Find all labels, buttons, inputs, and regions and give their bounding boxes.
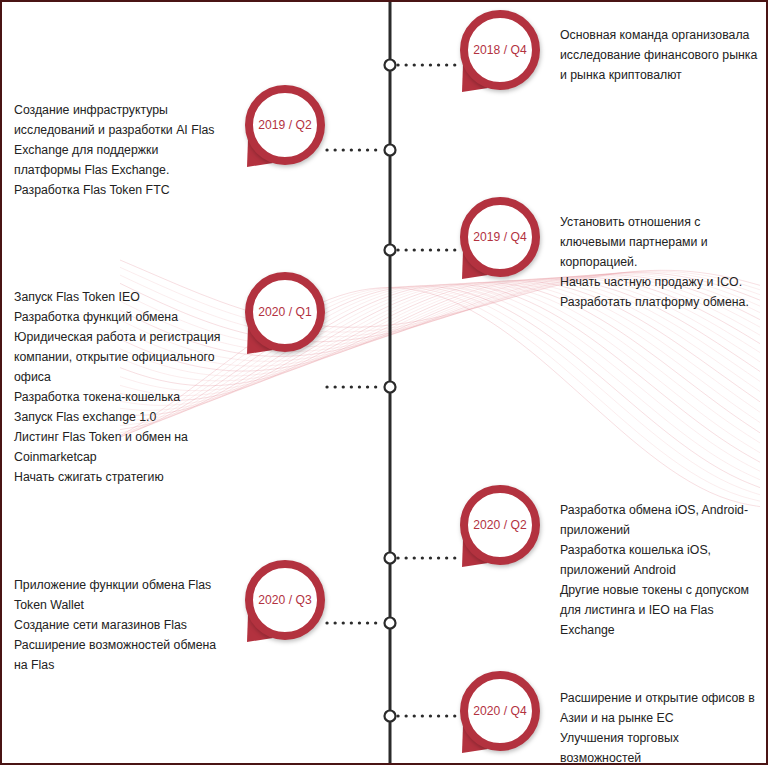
timeline-dot: [385, 382, 396, 393]
timeline-dot: [385, 60, 396, 71]
wave-line: [120, 284, 760, 462]
timeline-dot: [385, 553, 396, 564]
milestone-item: Улучшения торговых возможностей: [560, 728, 758, 765]
date-label: 2020 / Q3: [235, 593, 335, 607]
date-bubble: 2019 / Q2: [235, 75, 335, 175]
milestone-item: Основная команда организовала исследован…: [560, 25, 758, 85]
wave-line: [120, 286, 760, 488]
wave-line: [120, 285, 760, 479]
milestone-item: Начать сжигать стратегию: [14, 467, 224, 487]
milestone-item: Листинг Flas Token и обмен на Coinmarket…: [14, 427, 224, 467]
milestone-item: Разработка кошелька iOS, приложений Andr…: [560, 540, 758, 580]
milestone-item: Другие новые токены с допуском для листи…: [560, 580, 758, 640]
timeline-dot: [385, 245, 396, 256]
milestone-item: Создание сети магазинов Flas Расширение …: [14, 615, 224, 675]
milestone-item: Разработка функций обмена: [14, 307, 224, 327]
milestone-item: Установить отношения с ключевыми партнер…: [560, 212, 758, 272]
milestone-item: Запуск Flas Token IEO: [14, 287, 224, 307]
date-bubble: 2020 / Q2: [450, 475, 550, 575]
milestone-item: Приложение функции обмена Flas Token Wal…: [14, 575, 224, 615]
date-label: 2019 / Q2: [235, 118, 335, 132]
milestone-item: Расширение и открытие офисов в Азии и на…: [560, 688, 758, 728]
date-label: 2020 / Q1: [235, 305, 335, 319]
milestone-text: Приложение функции обмена Flas Token Wal…: [14, 575, 224, 675]
wave-line: [120, 283, 760, 443]
timeline-dot: [385, 618, 396, 629]
wave-line: [120, 272, 760, 337]
milestone-item: Начать частную продажу и ICO.: [560, 272, 758, 292]
dotted-leader: [327, 148, 382, 151]
dotted-leader: [327, 621, 382, 624]
date-label: 2019 / Q4: [450, 230, 550, 244]
dotted-leader: [327, 385, 382, 388]
date-bubble: 2020 / Q4: [450, 661, 550, 761]
wave-line: [120, 282, 760, 423]
wave-line: [120, 277, 760, 371]
wave-line: [120, 285, 760, 471]
wave-line: [120, 267, 760, 332]
timeline-dot: [385, 711, 396, 722]
wave-line: [120, 282, 760, 432]
milestone-text: Разработка обмена iOS, Android-приложени…: [560, 500, 758, 640]
timeline-dot: [385, 145, 396, 156]
wave-line: [120, 288, 760, 507]
dotted-leader: [398, 63, 456, 66]
milestone-item: Разработка токена-кошелька: [14, 387, 224, 407]
dotted-leader: [398, 714, 456, 717]
date-label: 2020 / Q4: [450, 704, 550, 718]
date-bubble: 2020 / Q1: [235, 262, 335, 362]
date-label: 2018 / Q4: [450, 43, 550, 57]
date-bubble: 2019 / Q4: [450, 187, 550, 287]
wave-line: [120, 287, 760, 501]
date-bubble: 2020 / Q3: [235, 550, 335, 650]
milestone-text: Создание инфраструктуры исследований и р…: [14, 100, 224, 200]
milestone-text: Расширение и открытие офисов в Азии и на…: [560, 688, 758, 765]
wave-line: [120, 286, 760, 494]
date-label: 2020 / Q2: [450, 518, 550, 532]
milestone-text: Запуск Flas Token IEOРазработка функций …: [14, 287, 224, 487]
wave-line: [120, 284, 760, 453]
milestone-text: Основная команда организовала исследован…: [560, 25, 758, 85]
milestone-item: Юридическая работа и регистрация компани…: [14, 327, 224, 387]
milestone-text: Установить отношения с ключевыми партнер…: [560, 212, 758, 312]
wave-line: [120, 278, 760, 381]
milestone-item: Запуск Flas exchange 1.0: [14, 407, 224, 427]
milestone-item: Разработать платформу обмена.: [560, 292, 758, 312]
dotted-leader: [398, 248, 456, 251]
milestone-item: Создание инфраструктуры исследований и р…: [14, 100, 224, 180]
dotted-leader: [398, 556, 456, 559]
wave-decoration: [120, 260, 760, 507]
milestone-item: Разработка обмена iOS, Android-приложени…: [560, 500, 758, 540]
milestone-item: Разработка Flas Token FTC: [14, 180, 224, 200]
date-bubble: 2018 / Q4: [450, 0, 550, 100]
